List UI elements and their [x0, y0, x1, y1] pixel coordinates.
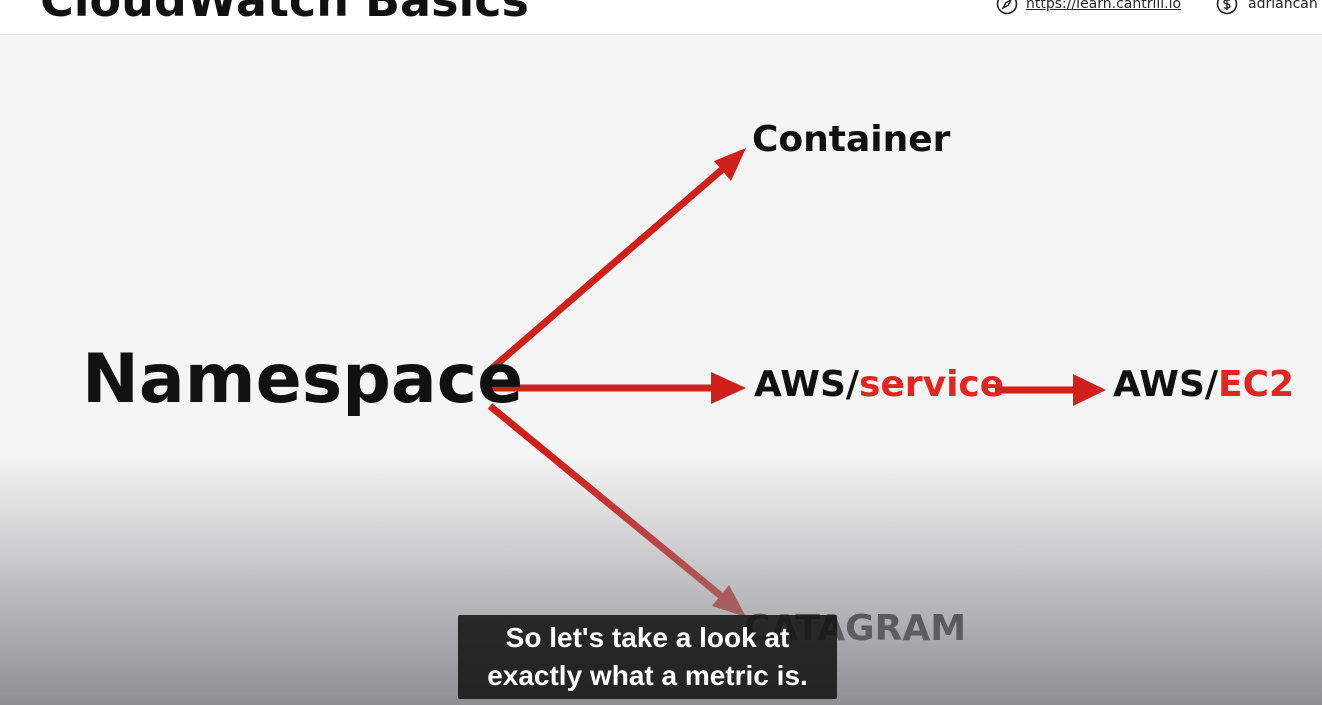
aws-ec2-prefix: AWS/	[1113, 364, 1219, 405]
container-label: Container	[752, 119, 951, 160]
aws-ec2-label: AWS/EC2	[1113, 363, 1294, 407]
namespace-label: Namespace	[82, 340, 524, 419]
header-website-link[interactable]: https://learn.cantrill.io	[996, 0, 1182, 15]
aws-service-label: AWS/service	[754, 363, 1004, 407]
header-author: adriancan	[1216, 0, 1318, 15]
author-handle: adriancan	[1248, 0, 1318, 12]
website-link-text[interactable]: https://learn.cantrill.io	[1026, 0, 1182, 12]
compass-icon	[996, 0, 1018, 15]
arrow-to-catagram	[487, 403, 746, 617]
subtitle-caption: So let's take a look at exactly what a m…	[458, 615, 837, 699]
arrow-service-to-ec2	[995, 374, 1106, 406]
dollar-circle-icon	[1216, 0, 1238, 15]
aws-service-prefix: AWS/	[754, 364, 860, 405]
slide-title: CloudWatch Basics	[40, 0, 529, 27]
aws-service-suffix: service	[859, 364, 1005, 405]
aws-ec2-suffix: EC2	[1218, 364, 1295, 405]
caption-line-2: exactly what a metric is.	[487, 660, 808, 691]
slide-header: CloudWatch Basics https://learn.cantrill…	[0, 0, 1322, 35]
arrow-to-container	[487, 148, 746, 373]
arrow-to-service	[490, 372, 746, 404]
caption-line-1: So let's take a look at	[505, 622, 790, 653]
